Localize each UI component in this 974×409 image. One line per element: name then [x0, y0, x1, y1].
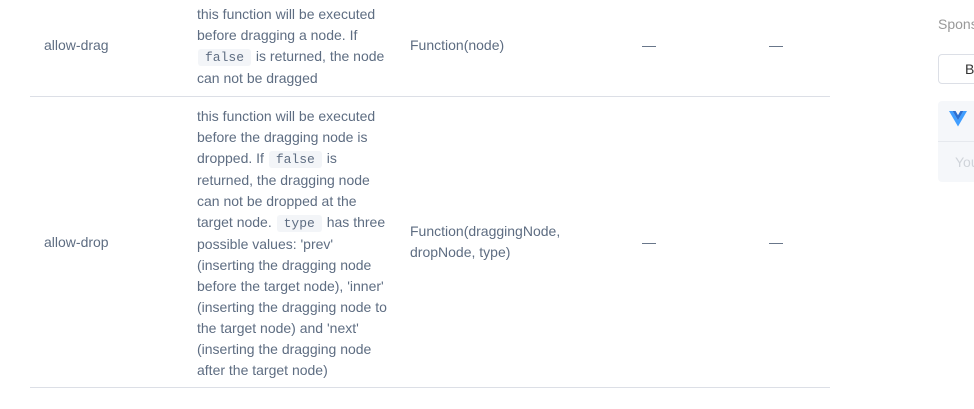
- attribute-accepted-values: —: [642, 37, 656, 53]
- attribute-default: —: [769, 37, 783, 53]
- attribute-description: this function will be executed before th…: [197, 106, 387, 381]
- ad-text: You: [955, 154, 974, 170]
- attributes-table: allow-drag this function will be execute…: [30, 0, 830, 388]
- ad-divider: [938, 141, 974, 142]
- attribute-type: Function(draggingNode, dropNode, type): [410, 223, 561, 260]
- attribute-description: this function will be executed before dr…: [197, 4, 387, 89]
- description-text: has three possible values: 'prev' (inser…: [197, 214, 387, 378]
- table-row-allow-drop: allow-drop this function will be execute…: [30, 97, 830, 388]
- attribute-name: allow-drop: [44, 234, 109, 250]
- sponsor-button[interactable]: B: [938, 54, 974, 84]
- sponsor-sidebar: Sponsors B You: [938, 0, 974, 409]
- vue-logo-icon: [949, 111, 967, 132]
- table-row-allow-drag: allow-drag this function will be execute…: [30, 0, 830, 97]
- attribute-accepted-values: —: [642, 234, 656, 250]
- attribute-default: —: [769, 234, 783, 250]
- attribute-name: allow-drag: [44, 37, 109, 53]
- description-text: is returned, the dragging node can not b…: [197, 150, 370, 230]
- description-text: this function will be executed before dr…: [197, 6, 376, 43]
- description-text: is returned, the node can not be dragged: [197, 48, 385, 86]
- attribute-type: Function(node): [410, 37, 505, 53]
- inline-code: type: [276, 215, 322, 232]
- sponsors-heading: Sponsors: [938, 16, 974, 32]
- sponsor-ad-card[interactable]: You: [938, 101, 974, 182]
- description-text: this function will be executed before th…: [197, 108, 376, 166]
- inline-code: false: [198, 49, 252, 66]
- sponsor-button-label: B: [965, 61, 974, 77]
- inline-code: false: [268, 151, 322, 168]
